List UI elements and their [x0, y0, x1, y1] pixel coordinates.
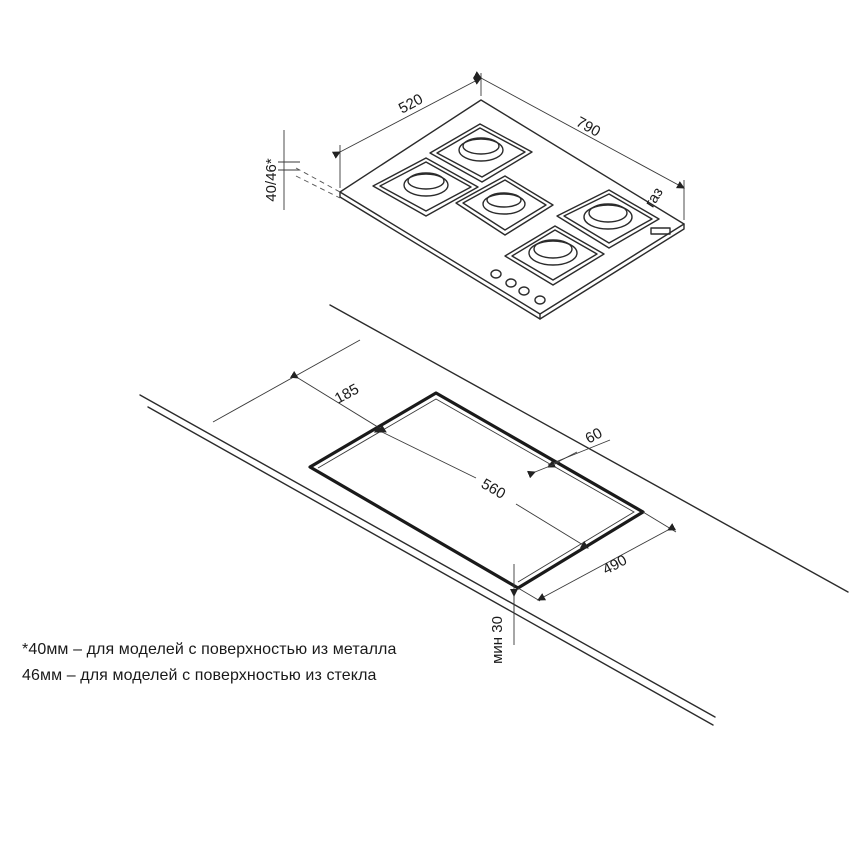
label-height: 40/46*: [263, 158, 280, 202]
label-gas: газ: [642, 184, 667, 210]
dim-185-line: [289, 370, 387, 433]
hob-front-edge: [339, 191, 541, 320]
burner-right: [556, 189, 660, 249]
worktop-front-top: [139, 394, 716, 718]
control-knobs: [490, 269, 546, 305]
gas-connector: [650, 227, 671, 235]
burner-center: [455, 175, 554, 236]
dim-560-line-b: [515, 503, 589, 549]
dim-490-line: [537, 523, 677, 601]
label-790: 790: [573, 114, 603, 141]
label-490: 490: [600, 552, 630, 579]
label-min30: мин 30: [489, 616, 506, 664]
worktop-front-bottom: [147, 406, 714, 726]
cutout-inner: [317, 398, 635, 583]
hob-side-edge: [539, 223, 685, 320]
dim-560-line-a: [373, 425, 477, 479]
note-metal: *40мм – для моделей с поверхностью из ме…: [22, 641, 397, 658]
label-520: 520: [396, 91, 426, 118]
label-60: 60: [583, 425, 606, 448]
dim-790-line: [472, 71, 685, 189]
countertop-drawing: [139, 304, 849, 726]
hob-drawing: [278, 71, 685, 320]
dim-520-line: [331, 77, 482, 159]
burner-front: [504, 225, 605, 286]
label-560: 560: [478, 475, 508, 502]
label-185: 185: [332, 381, 362, 408]
note-glass: 46мм – для моделей с поверхностью из сте…: [22, 667, 377, 684]
